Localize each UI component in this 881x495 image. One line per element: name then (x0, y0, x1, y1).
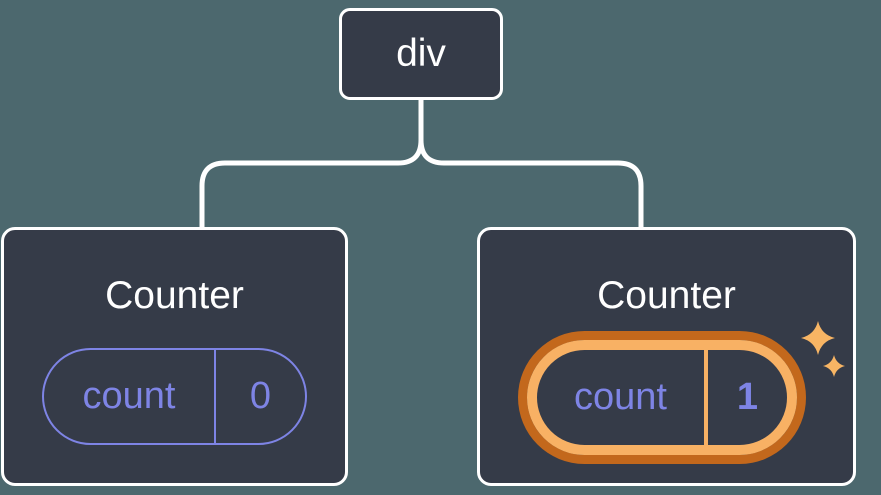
tree-node-div: div (339, 8, 503, 100)
connector-left-branch (199, 94, 424, 232)
tree-node-div-label: div (396, 32, 446, 75)
counter-right-state-pill-highlighted: count 1 (527, 340, 797, 455)
counter-left-state-value: 0 (249, 375, 272, 417)
counter-right-title: Counter (597, 274, 736, 317)
counter-left-state-key: count (44, 350, 216, 443)
connector-right-branch (418, 137, 644, 232)
counter-right-state-key: count (537, 350, 708, 445)
counter-right-state-value: 1 (736, 376, 759, 418)
tree-node-counter-left: Counter count 0 (1, 227, 348, 486)
counter-left-title: Counter (105, 274, 244, 317)
counter-left-state-pill: count 0 (42, 348, 307, 445)
tree-node-counter-right: Counter count 1 (477, 227, 856, 486)
